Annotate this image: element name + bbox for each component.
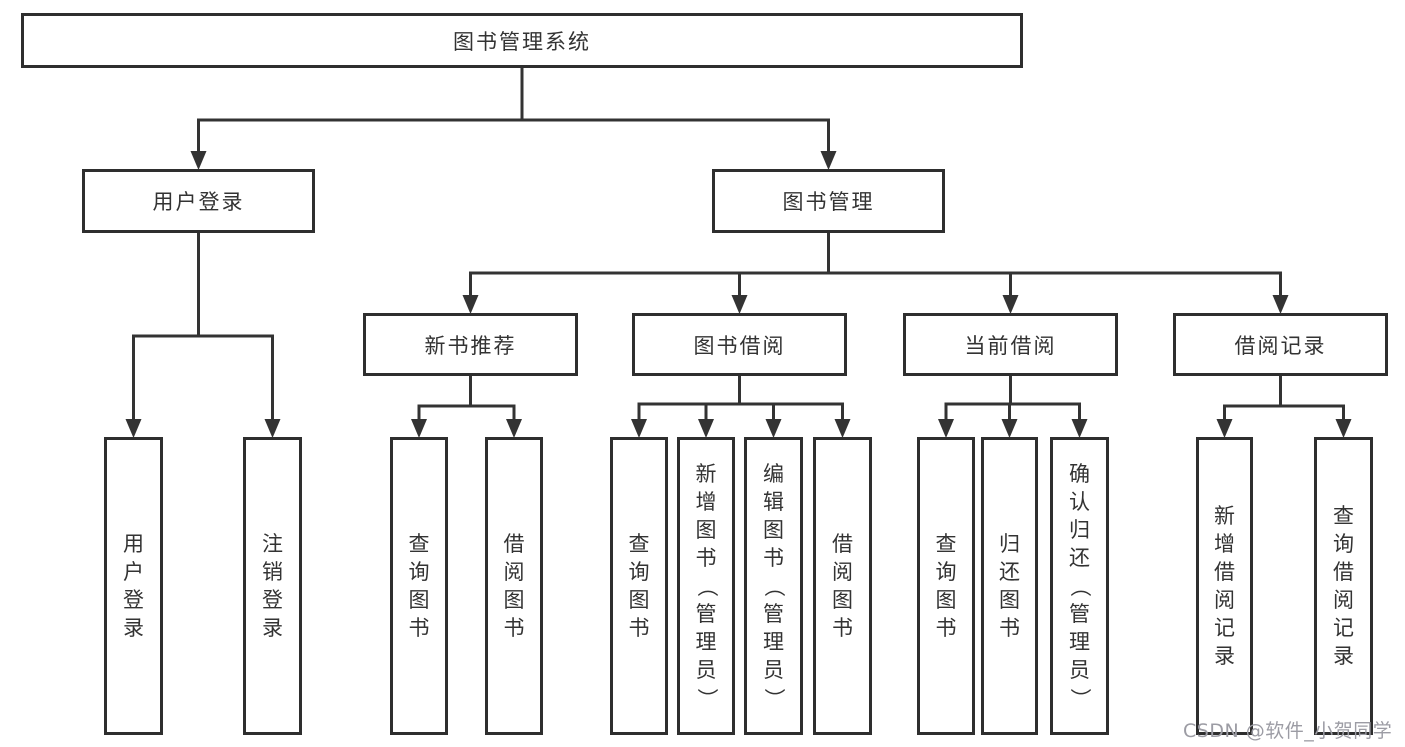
- node-logout: 注销登录: [243, 437, 302, 735]
- node-library-system: 图书管理系统: [21, 13, 1023, 68]
- node-query-books-1: 查询图书: [390, 437, 448, 735]
- node-label: 查询借阅记录: [1333, 503, 1354, 668]
- node-book-management: 图书管理: [712, 169, 945, 233]
- node-current-borrowing: 当前借阅: [903, 313, 1118, 376]
- node-label: 新增借阅记录: [1214, 503, 1235, 668]
- node-edit-book-admin: 编辑图书（管理员）: [744, 437, 803, 735]
- node-label: 归还图书: [999, 531, 1020, 640]
- node-label: 图书管理系统: [453, 29, 591, 54]
- node-label: 当前借阅: [964, 333, 1057, 358]
- node-add-borrow-record: 新增借阅记录: [1196, 437, 1253, 735]
- node-return-book: 归还图书: [981, 437, 1038, 735]
- node-label: 新增图书（管理员）: [694, 461, 719, 709]
- node-borrow-books-1: 借阅图书: [485, 437, 543, 735]
- node-add-book-admin: 新增图书（管理员）: [677, 437, 735, 735]
- node-label: 新书推荐: [424, 333, 517, 358]
- node-label: 编辑图书（管理员）: [762, 461, 786, 709]
- node-new-book-recommend: 新书推荐: [363, 313, 578, 376]
- node-label: 用户登录: [123, 531, 144, 640]
- node-confirm-return-admin: 确认归还（管理员）: [1050, 437, 1109, 735]
- node-label: 查询图书: [628, 531, 650, 640]
- node-label: 借阅图书: [832, 531, 853, 640]
- node-query-borrow-record: 查询借阅记录: [1314, 437, 1373, 735]
- node-query-books-3: 查询图书: [917, 437, 975, 735]
- node-user-login-leaf: 用户登录: [104, 437, 163, 735]
- node-label: 图书管理: [782, 190, 875, 214]
- node-label: 借阅记录: [1234, 333, 1327, 358]
- node-user-login: 用户登录: [82, 169, 315, 233]
- node-label: 查询图书: [935, 531, 957, 640]
- node-borrow-books-2: 借阅图书: [813, 437, 872, 735]
- node-label: 图书借阅: [693, 333, 786, 358]
- node-label: 借阅图书: [503, 531, 525, 640]
- node-book-borrowing: 图书借阅: [632, 313, 847, 376]
- node-label: 确认归还（管理员）: [1068, 461, 1092, 709]
- watermark: CSDN @软件_小贺同学: [1183, 720, 1393, 742]
- node-label: 注销登录: [262, 531, 283, 640]
- node-label: 查询图书: [408, 531, 430, 640]
- node-label: 用户登录: [152, 190, 245, 214]
- node-borrowing-records: 借阅记录: [1173, 313, 1388, 376]
- node-query-books-2: 查询图书: [610, 437, 668, 735]
